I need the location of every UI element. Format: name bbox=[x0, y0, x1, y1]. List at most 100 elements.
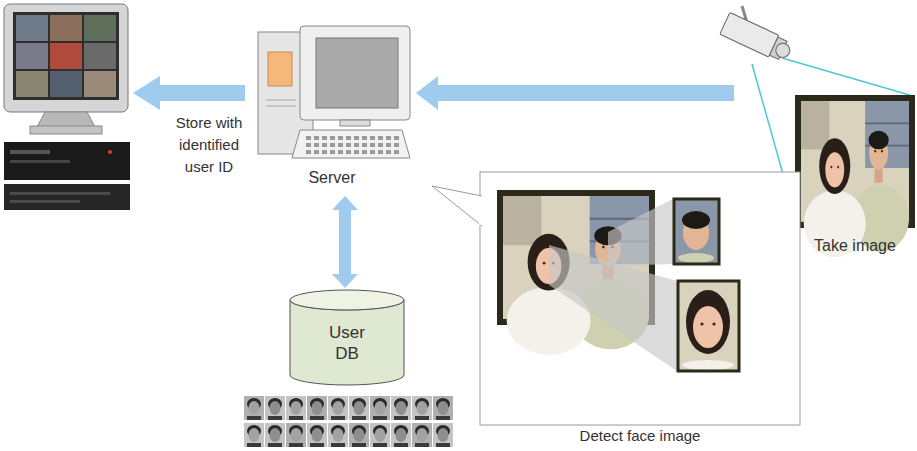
face-gallery-part bbox=[438, 401, 449, 415]
face-gallery-part bbox=[244, 396, 264, 420]
callout-box-part bbox=[480, 172, 800, 425]
server-icon-part bbox=[268, 52, 292, 86]
server-icon-part bbox=[330, 150, 335, 154]
face-gallery-part bbox=[307, 423, 327, 447]
face-crop bbox=[678, 281, 739, 371]
node-text: Take image bbox=[814, 236, 896, 256]
server-icon-part bbox=[338, 150, 343, 154]
server-icon-part bbox=[394, 150, 399, 154]
face-gallery-part bbox=[247, 443, 261, 447]
server-icon-part bbox=[370, 150, 375, 154]
server-icon-part bbox=[394, 136, 399, 140]
server-icon-part bbox=[354, 136, 359, 140]
face-gallery-part bbox=[354, 401, 365, 415]
face-gallery-part bbox=[396, 428, 407, 442]
face-gallery-part bbox=[375, 428, 386, 442]
face-gallery-part bbox=[370, 423, 390, 447]
face-gallery-part bbox=[436, 443, 450, 447]
arrow-label: Store with identified user ID bbox=[174, 112, 244, 178]
server-icon-part bbox=[386, 143, 391, 147]
face-gallery-part bbox=[307, 396, 327, 420]
face-gallery-part bbox=[328, 396, 348, 420]
face-gallery-part bbox=[391, 423, 411, 447]
server-icon-part bbox=[306, 136, 311, 140]
server-icon-part bbox=[394, 143, 399, 147]
face-crop-part bbox=[675, 200, 718, 263]
face-gallery-part bbox=[247, 416, 261, 420]
face-gallery-part bbox=[417, 401, 428, 415]
monitor-icon-part bbox=[50, 71, 82, 97]
face-gallery-part bbox=[312, 401, 323, 415]
face-gallery-part bbox=[433, 396, 453, 420]
camera-icon bbox=[720, 6, 794, 64]
recorder-icon bbox=[4, 142, 130, 210]
flow-arrow bbox=[438, 85, 734, 101]
server-icon-part bbox=[378, 150, 383, 154]
database-node: User DB bbox=[290, 292, 404, 382]
monitor-icon-part bbox=[37, 112, 95, 127]
server-icon-part bbox=[346, 150, 351, 154]
face-gallery-part bbox=[370, 396, 390, 420]
monitor-icon-part bbox=[84, 15, 116, 41]
face-gallery-part bbox=[391, 396, 411, 420]
face-gallery-part bbox=[373, 443, 387, 447]
face-gallery-part bbox=[244, 396, 264, 420]
face-gallery-part bbox=[349, 423, 369, 447]
face-gallery-part bbox=[328, 423, 348, 447]
face-gallery-part bbox=[286, 423, 306, 447]
server-icon-part bbox=[316, 38, 398, 108]
face-gallery-part bbox=[307, 423, 327, 447]
callout-box bbox=[432, 172, 800, 425]
server-icon-part bbox=[370, 136, 375, 140]
monitor-icon-part bbox=[16, 15, 48, 41]
server-node: Server bbox=[252, 22, 412, 192]
face-gallery-part bbox=[433, 396, 453, 420]
face-gallery-part bbox=[375, 401, 386, 415]
face-gallery-part bbox=[352, 443, 366, 447]
face-gallery-part bbox=[310, 443, 324, 447]
server-icon-part bbox=[362, 143, 367, 147]
face-gallery-part bbox=[328, 396, 348, 420]
server-icon-part bbox=[314, 150, 319, 154]
face-gallery-part bbox=[438, 428, 449, 442]
recorder-icon-part bbox=[10, 192, 110, 195]
face-gallery-part bbox=[291, 428, 302, 442]
node-text: Detect face image bbox=[580, 427, 701, 445]
face-gallery-part bbox=[310, 416, 324, 420]
face-gallery-part bbox=[286, 396, 306, 420]
server-icon-part bbox=[292, 130, 410, 158]
face-crop-part bbox=[712, 322, 715, 325]
face-gallery-part bbox=[412, 423, 432, 447]
face-gallery-part bbox=[291, 401, 302, 415]
face-gallery-part bbox=[289, 416, 303, 420]
face-gallery-part bbox=[415, 416, 429, 420]
server-icon-part bbox=[322, 150, 327, 154]
view-lines-part bbox=[782, 58, 913, 96]
server-icon-part bbox=[354, 143, 359, 147]
face-gallery-part bbox=[349, 423, 369, 447]
face-crop-part bbox=[674, 199, 719, 264]
face-gallery-part bbox=[354, 428, 365, 442]
recorder-icon-part bbox=[4, 142, 130, 180]
face-gallery-part bbox=[391, 396, 411, 420]
face-gallery-part bbox=[412, 396, 432, 420]
recorder-icon-part bbox=[4, 184, 130, 210]
face-gallery-part bbox=[433, 423, 453, 447]
server-icon-part bbox=[386, 136, 391, 140]
recorder-icon-part bbox=[10, 200, 80, 203]
captured-photo-part bbox=[801, 101, 909, 257]
camera-icon-part bbox=[720, 12, 779, 57]
face-gallery-part bbox=[265, 396, 285, 420]
face-gallery-part bbox=[268, 443, 282, 447]
face-gallery-part bbox=[265, 423, 285, 447]
monitor-icon bbox=[4, 4, 128, 134]
server-icon-part bbox=[338, 143, 343, 147]
recorder-icon-part bbox=[10, 150, 50, 154]
face-gallery-part bbox=[307, 396, 327, 420]
face-crop-part bbox=[700, 322, 703, 325]
camera-icon-part bbox=[720, 12, 794, 64]
monitor-icon-part bbox=[13, 12, 119, 100]
server-icon-part bbox=[338, 136, 343, 140]
server-icon-part bbox=[330, 143, 335, 147]
face-gallery-part bbox=[244, 423, 264, 447]
